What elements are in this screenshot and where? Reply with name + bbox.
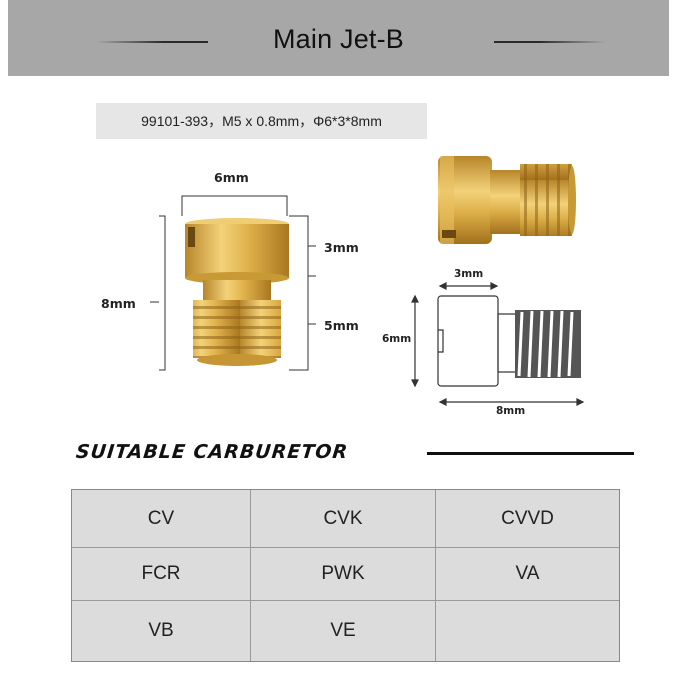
header-rule-right (494, 41, 606, 43)
carburetor-cell-empty (436, 601, 619, 661)
main-jet-side-photo (438, 156, 576, 244)
main-jet-dimension-illustration (150, 156, 585, 406)
carburetor-cell: VE (251, 601, 436, 661)
dim-right-total-8mm: 8mm (496, 405, 526, 417)
carburetor-cell: VB (72, 601, 251, 661)
carburetor-cell: CVVD (436, 490, 619, 548)
header-banner: Main Jet-B (8, 0, 669, 76)
main-jet-front-view (185, 218, 289, 366)
spec-label: 99101-393，M5 x 0.8mm，Φ6*3*8mm (96, 103, 427, 139)
section-title: SUITABLE CARBURETOR (74, 441, 350, 463)
section-rule (427, 452, 634, 455)
dim-width-6mm: 6mm (214, 170, 249, 185)
left-dimension-lines (150, 195, 316, 371)
dim-thread-5mm: 5mm (324, 318, 359, 333)
dim-head-3mm: 3mm (324, 240, 359, 255)
carburetor-table: CV CVK CVVD FCR PWK VA VB VE (71, 489, 620, 662)
carburetor-cell: VA (436, 548, 619, 601)
header-rule-left (96, 41, 208, 43)
dim-right-width-6mm: 6mm (382, 333, 412, 345)
carburetor-cell: PWK (251, 548, 436, 601)
dim-total-8mm: 8mm (101, 296, 136, 311)
page-title: Main Jet-B (272, 24, 405, 54)
carburetor-cell: CVK (251, 490, 436, 548)
carburetor-cell: FCR (72, 548, 251, 601)
dim-right-head-3mm: 3mm (454, 268, 484, 280)
main-jet-line-drawing (411, 282, 585, 406)
carburetor-cell: CV (72, 490, 251, 548)
